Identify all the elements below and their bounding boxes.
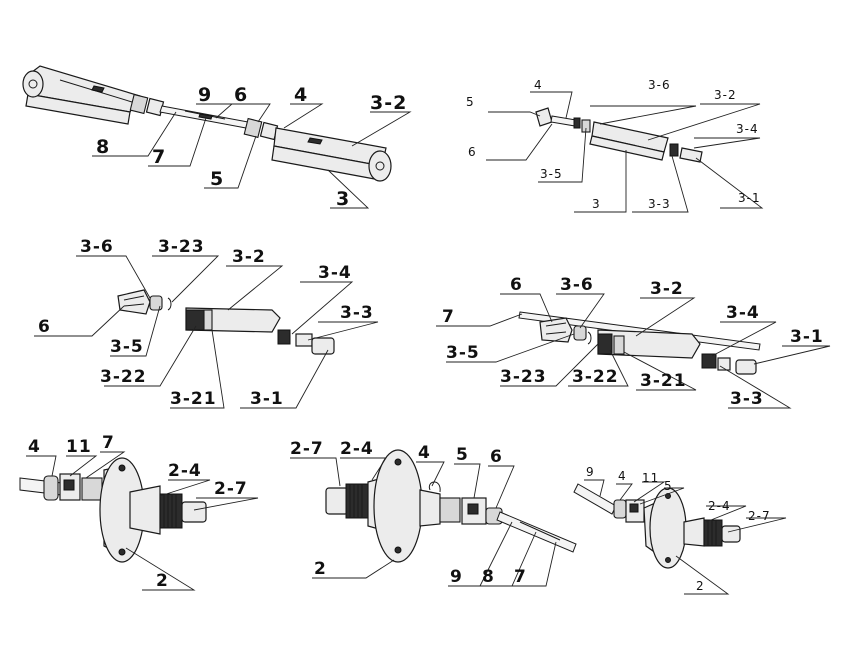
callout-label: 6 xyxy=(490,447,503,467)
callout-label: 6 xyxy=(510,275,523,295)
callout-label: 3-6 xyxy=(80,237,114,257)
callout-label: 4 xyxy=(418,443,431,463)
callout-label: 8 xyxy=(482,567,495,587)
callout-label: 9 xyxy=(198,84,212,106)
callout-label: 6 xyxy=(468,145,477,159)
callout-label: 7 xyxy=(152,146,166,168)
callout-label: 7 xyxy=(442,307,455,327)
panel-cable-assembly-overview: 9 6 4 3-2 8 7 5 3 xyxy=(22,65,412,210)
callout-label: 2-4 xyxy=(340,439,374,459)
callout-label: 5 xyxy=(664,479,673,493)
callout-label: 3-4 xyxy=(726,303,760,323)
callout-label: 7 xyxy=(514,567,527,587)
callout-label: 3-6 xyxy=(648,78,671,92)
callout-label: 3-21 xyxy=(640,371,687,391)
callout-label: 3-3 xyxy=(340,303,374,323)
callout-label: 2-7 xyxy=(214,479,248,499)
callout-label: 3-21 xyxy=(170,389,217,409)
callout-label: 3-2 xyxy=(714,88,737,102)
callout-label: 3-23 xyxy=(500,367,547,387)
panel-flange-fitting-center: 2-7 2-4 4 5 6 2 9 8 7 xyxy=(290,439,577,587)
callout-label: 3-23 xyxy=(158,237,205,257)
callout-label: 11 xyxy=(66,437,92,457)
callout-label: 2-7 xyxy=(290,439,324,459)
callout-label: 3-2 xyxy=(650,279,684,299)
callout-label: 3 xyxy=(336,188,350,210)
callout-label: 3-3 xyxy=(648,197,671,211)
right-clevis-drawing xyxy=(243,117,392,182)
callout-label: 11 xyxy=(642,471,659,485)
callout-label: 4 xyxy=(618,469,627,483)
callout-label: 5 xyxy=(456,445,469,465)
callout-label: 3-3 xyxy=(730,389,764,409)
callout-label: 3-4 xyxy=(318,263,352,283)
callout-label: 3-6 xyxy=(560,275,594,295)
callout-label: 5 xyxy=(466,95,475,109)
callout-label: 3-4 xyxy=(736,122,759,136)
callout-label: 4 xyxy=(534,78,543,92)
callout-label: 2-4 xyxy=(708,499,731,513)
callout-label: 8 xyxy=(96,136,110,158)
callout-label: 6 xyxy=(234,84,248,106)
callout-label: 7 xyxy=(102,433,115,453)
callout-label: 3-5 xyxy=(110,337,144,357)
callout-label: 5 xyxy=(210,168,224,190)
callout-label: 3-2 xyxy=(370,92,407,114)
callout-label: 3-5 xyxy=(446,343,480,363)
callout-label: 3-2 xyxy=(232,247,266,267)
panel-clevis-exploded-left: 3-6 3-23 3-2 3-4 3-3 6 3-5 3-22 3-21 3-1 xyxy=(34,237,379,409)
callout-label: 2 xyxy=(314,559,327,579)
panel-flange-fitting-right: 9 4 11 5 2-4 2-7 2 xyxy=(573,465,787,595)
callout-label: 3-1 xyxy=(790,327,824,347)
left-clevis-drawing xyxy=(22,65,165,125)
panel-clevis-exploded-right: 6 3-6 3-2 7 3-4 3-1 3-5 3-23 3-22 3-21 3… xyxy=(436,275,831,409)
callout-label: 9 xyxy=(586,465,595,479)
callout-label: 3-5 xyxy=(540,167,563,181)
panel-clevis-assembly-small: 4 3-6 3-2 5 3-4 6 3-5 3-1 3 3-3 xyxy=(466,78,764,213)
callout-label: 3-22 xyxy=(100,367,147,387)
panel-flange-fitting-left: 4 11 7 2-4 2-7 2 xyxy=(19,433,259,591)
callout-label: 6 xyxy=(38,317,51,337)
callout-label: 3 xyxy=(592,197,601,211)
callout-label: 4 xyxy=(28,437,41,457)
callout-label: 2 xyxy=(156,571,169,591)
callout-label: 3-1 xyxy=(738,191,761,205)
callout-label: 2-4 xyxy=(168,461,202,481)
callout-label: 4 xyxy=(294,84,308,106)
cable-drawing xyxy=(159,105,249,129)
callout-label: 9 xyxy=(450,567,463,587)
callout-label: 2-7 xyxy=(748,509,771,523)
callout-label: 3-1 xyxy=(250,389,284,409)
callout-label: 2 xyxy=(696,579,705,593)
callout-label: 3-22 xyxy=(572,367,619,387)
